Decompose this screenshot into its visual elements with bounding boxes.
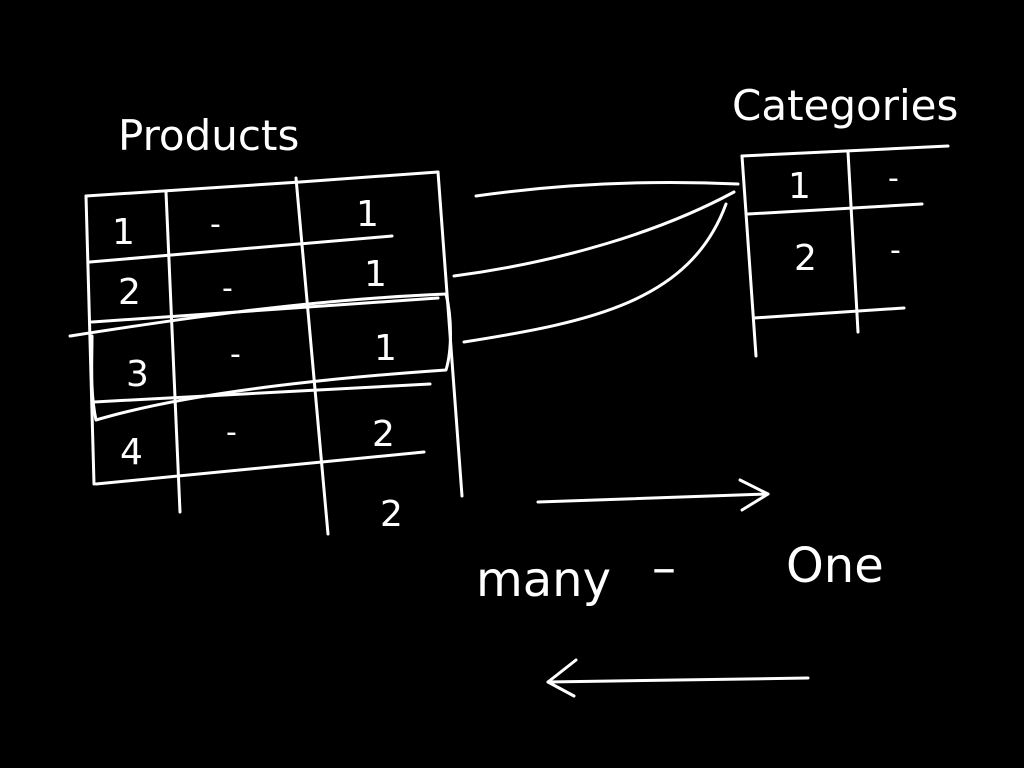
- products-row1-id: 1: [112, 212, 135, 253]
- products-row2-category-id: 1: [364, 254, 387, 295]
- categories-row2-value: -: [890, 233, 901, 268]
- categories-row1-id: 1: [788, 166, 811, 207]
- categories-grid-left-line: [740, 154, 758, 358]
- link-row3-to-category1: [462, 202, 728, 344]
- products-row2-id: 2: [118, 272, 141, 313]
- categories-table-cells: 1 - 2 -: [788, 161, 901, 279]
- categories-table-grid: [740, 144, 950, 358]
- categories-grid-top-line: [740, 144, 950, 158]
- left-arrow: [546, 658, 810, 698]
- products-grid-row4-line: [94, 450, 426, 486]
- relationship-separator: –: [652, 540, 676, 596]
- right-arrow-shaft: [536, 492, 770, 504]
- products-table-cells: 1 - 1 2 - 1 3 - 1 4 - 2 2: [112, 194, 403, 535]
- products-row3-category-id: 1: [374, 328, 397, 369]
- categories-row2-id: 2: [794, 238, 817, 279]
- left-arrow-shaft: [546, 676, 810, 684]
- products-row3-id: 3: [126, 354, 149, 395]
- relationship-links: [452, 181, 740, 344]
- categories-row1-value: -: [888, 161, 899, 196]
- relationship-one-label: One: [786, 538, 884, 594]
- products-grid-top-line: [84, 170, 440, 198]
- products-row3-highlight: [68, 292, 452, 422]
- products-grid-row1-line: [88, 234, 394, 264]
- products-row1-category-id: 1: [356, 194, 379, 235]
- link-row2-to-category1: [452, 190, 736, 278]
- relationship-many-label: many: [476, 552, 611, 608]
- products-row4-id: 4: [120, 432, 143, 473]
- right-arrow-head: [738, 478, 770, 512]
- products-row2-value: -: [222, 271, 233, 306]
- products-row3-value: -: [230, 337, 241, 372]
- products-row4-category-id: 2: [372, 414, 395, 455]
- categories-grid-row2-line: [752, 306, 906, 320]
- products-grid-row3-line: [92, 382, 432, 404]
- products-table-grid: [84, 170, 464, 536]
- products-row4-value: -: [226, 415, 237, 450]
- products-table-title: Products: [118, 111, 299, 160]
- categories-grid-row1-line: [746, 202, 924, 216]
- link-row1-to-category1: [474, 181, 740, 198]
- categories-grid-col1-line: [846, 150, 860, 334]
- products-grid-col2-line: [294, 176, 330, 536]
- right-arrow: [536, 478, 770, 512]
- products-grid-left-line: [84, 194, 96, 486]
- products-extra-category-id: 2: [380, 494, 403, 535]
- categories-table-title: Categories: [732, 81, 958, 130]
- products-row1-value: -: [210, 207, 221, 242]
- left-arrow-head: [546, 658, 578, 698]
- products-grid-col1-line: [164, 190, 182, 514]
